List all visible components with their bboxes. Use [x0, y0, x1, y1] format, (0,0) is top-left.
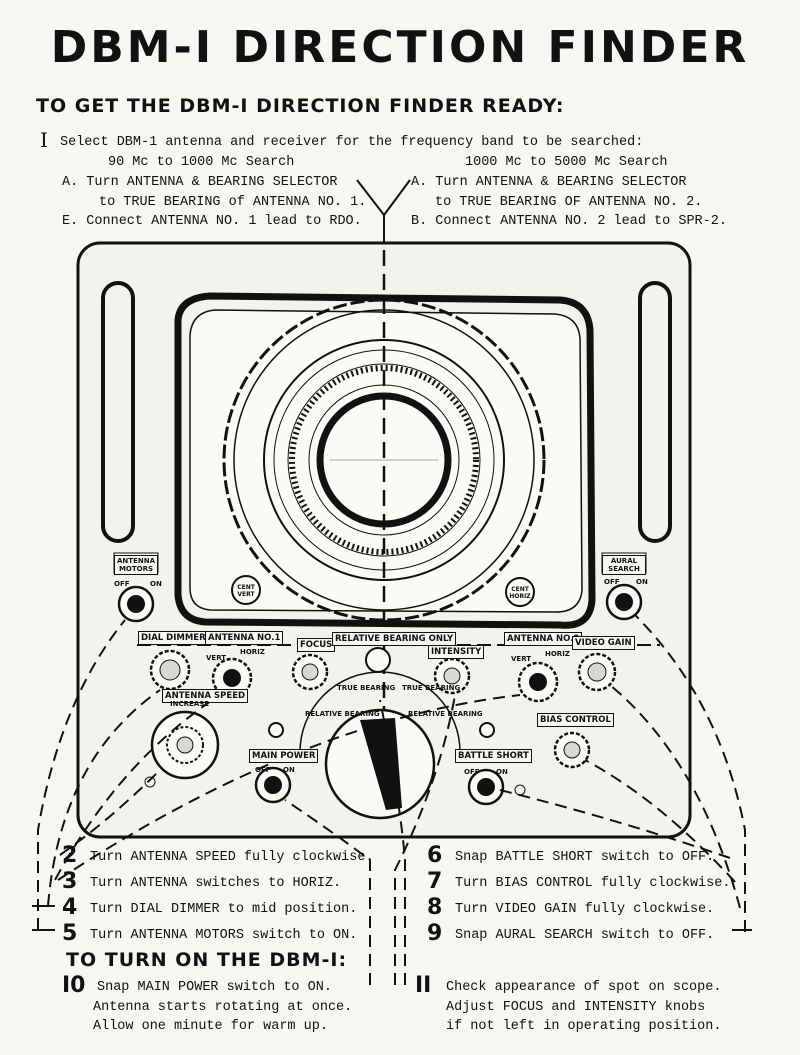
cent-horiz-knob [505, 577, 535, 607]
step-1-right-band: 1000 Mc to 5000 Mc Search [465, 155, 668, 170]
label-video-gain: VIDEO GAIN [572, 636, 635, 650]
step-6-text: Snap BATTLE SHORT switch to OFF. [455, 850, 715, 865]
step-10-line1: Snap MAIN POWER switch to ON. [97, 980, 332, 995]
step-3-number: 3 [62, 869, 78, 894]
label-battle-short-off: OFF [464, 768, 480, 776]
leader-step-5 [37, 619, 126, 930]
scope-bezel [174, 292, 596, 629]
step-2-number: 2 [62, 843, 78, 868]
label-antenna-motors-on: ON [150, 580, 162, 588]
step-1-left-a: A. Turn ANTENNA & BEARING SELECTOR [62, 175, 338, 190]
step-9-number: 9 [427, 921, 443, 946]
step-11-number: II [415, 973, 432, 998]
focus-knob [291, 653, 329, 691]
step-1-left-e: E. Connect ANTENNA NO. 1 lead to RDO. [62, 214, 362, 229]
label-cent-horiz: CENT HORIZ [509, 586, 531, 600]
step-9-text: Snap AURAL SEARCH switch to OFF. [455, 928, 715, 943]
label-antenna-no2-horiz: HORIZ [545, 650, 570, 658]
leader-step-2 [59, 769, 161, 856]
label-antenna-no1-vert: VERT [206, 654, 227, 662]
right-handle [638, 281, 672, 543]
label-intensity: INTENSITY [428, 645, 485, 659]
label-main-power: MAIN POWER [249, 749, 319, 763]
step-10-line2: Antenna starts rotating at once. [93, 1000, 353, 1015]
step-8-number: 8 [427, 895, 443, 920]
step-5-text: Turn ANTENNA MOTORS switch to ON. [90, 928, 358, 943]
label-antenna-motors: ANTENNA MOTORS [114, 555, 158, 575]
step-3-text: Turn ANTENNA switches to HORIZ. [90, 876, 342, 891]
section-heading-ready: TO GET THE DBM-I DIRECTION FINDER READY: [36, 95, 565, 117]
step-1-number: I [40, 128, 48, 152]
label-antenna-no1-horiz: HORIZ [240, 648, 265, 656]
label-bias-control: BIAS CONTROL [537, 713, 614, 727]
step-1-right-a2: to TRUE BEARING OF ANTENNA NO. 2. [435, 195, 703, 210]
leader-step-3a [54, 694, 221, 881]
step-1-text: Select DBM-1 antenna and receiver for th… [60, 135, 644, 150]
step-4-number: 4 [62, 895, 78, 920]
relative-bearing-lamp [365, 647, 391, 673]
main-power-switch [254, 766, 292, 804]
cent-vert-knob [231, 575, 261, 605]
step-2-text: Turn ANTENNA SPEED fully clockwise. [90, 850, 374, 865]
video-gain-knob [577, 652, 617, 692]
label-aural-search: AURAL SEARCH [602, 555, 646, 575]
step-5-number: 5 [62, 921, 78, 946]
label-antenna-no1: ANTENNA NO.1 [205, 631, 284, 645]
label-true-bearing-1: TRUE BEARING [337, 684, 396, 692]
label-battle-short-on: ON [496, 768, 508, 776]
step-10-line3: Allow one minute for warm up. [93, 1019, 328, 1034]
antenna-selector-pointer [356, 179, 411, 245]
label-main-power-on: ON [283, 766, 295, 774]
antenna-no1-switch [211, 657, 253, 699]
step-8-text: Turn VIDEO GAIN fully clockwise. [455, 902, 715, 917]
label-antenna-no2-vert: VERT [511, 655, 532, 663]
label-main-power-off: OFF [255, 766, 271, 774]
leader-step-11b [394, 694, 456, 985]
step-7-text: Turn BIAS CONTROL fully clockwise. [455, 876, 731, 891]
step-1-right-b: B. Connect ANTENNA NO. 2 lead to SPR-2. [411, 214, 727, 229]
antenna-bearing-selector [299, 671, 461, 820]
label-cent-vert: CENT VERT [237, 584, 255, 598]
label-true-bearing-2: TRUE BEARING [402, 684, 461, 692]
leader-step-7 [584, 759, 736, 883]
label-relative-bearing-only: RELATIVE BEARING ONLY [332, 632, 457, 646]
label-dial-dimmer: DIAL DIMMER [138, 631, 209, 645]
bias-control-knob [553, 731, 591, 769]
dial-dimmer-knob [149, 649, 191, 691]
step-11-line2: Adjust FOCUS and INTENSITY knobs [446, 1000, 706, 1015]
step-6-number: 6 [427, 843, 443, 868]
label-focus: FOCUS [297, 638, 336, 652]
label-aural-search-off: OFF [604, 578, 620, 586]
left-handle [101, 281, 135, 543]
step-1-left-a2: to TRUE BEARING of ANTENNA NO. 1. [99, 195, 367, 210]
antenna-no2-switch [517, 661, 559, 703]
label-antenna-motors-off: OFF [114, 580, 130, 588]
step-1-right-a: A. Turn ANTENNA & BEARING SELECTOR [411, 175, 687, 190]
section-heading-turn-on: TO TURN ON THE DBM-I: [66, 949, 348, 971]
step-11-line3: if not left in operating position. [446, 1019, 722, 1034]
intensity-knob [433, 657, 471, 695]
step-4-text: Turn DIAL DIMMER to mid position. [90, 902, 358, 917]
leader-step-9 [634, 614, 746, 932]
label-battle-short: BATTLE SHORT [455, 749, 532, 763]
step-10-number: I0 [62, 973, 86, 998]
label-antenna-no2: ANTENNA NO.2 [504, 632, 583, 646]
step-7-number: 7 [427, 869, 443, 894]
antenna-speed-knob [150, 710, 220, 780]
leader-step-8 [609, 684, 741, 909]
label-antenna-speed: ANTENNA SPEED [162, 689, 249, 703]
label-antenna-speed-increase: INCREASE [170, 700, 210, 708]
step-11-line1: Check appearance of spot on scope. [446, 980, 722, 995]
label-relative-bearing-1: RELATIVE BEARING [305, 710, 380, 718]
label-aural-search-on: ON [636, 578, 648, 586]
leader-step-10 [284, 799, 371, 985]
label-relative-bearing-2: RELATIVE BEARING [408, 710, 483, 718]
step-1-left-band: 90 Mc to 1000 Mc Search [108, 155, 295, 170]
page-title: DBM-I DIRECTION FINDER [50, 22, 750, 73]
battle-short-switch [467, 768, 505, 806]
